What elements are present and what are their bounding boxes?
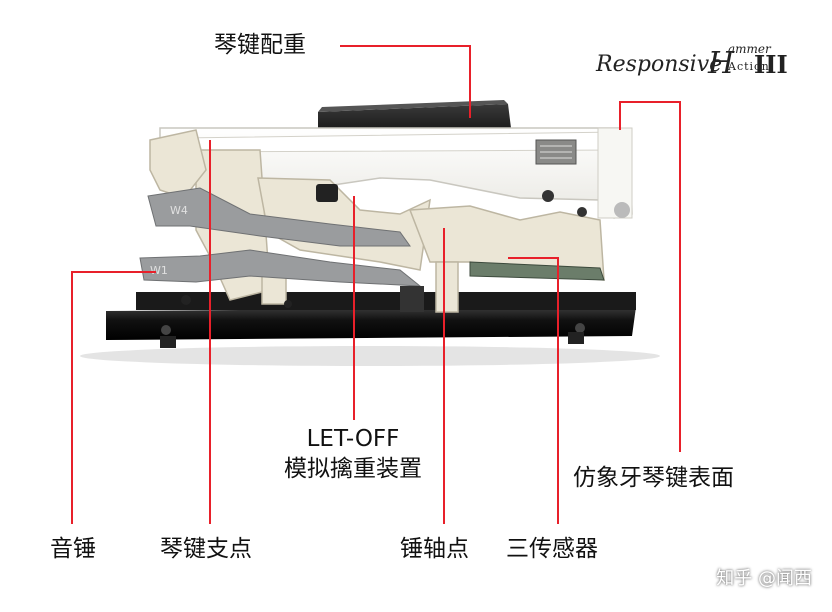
callout-lines — [71, 45, 681, 524]
label-key-fulcrum: 琴键支点 — [160, 536, 252, 562]
callout-line-key-weight — [340, 45, 471, 118]
label-ivory-surface: 仿象牙琴键表面 — [573, 465, 734, 491]
label-let-off-line1: LET-OFF — [306, 426, 400, 452]
mechanism-details — [181, 184, 424, 312]
label-key-weight: 琴键配重 — [214, 32, 306, 58]
part-markings: W4 W1 — [150, 204, 188, 277]
responsive-hammer-action-logo: Responsive H ammer Action III — [596, 40, 788, 84]
callout-line-ivory-surface — [619, 101, 681, 452]
part-mark-w1: W1 — [150, 264, 168, 277]
label-let-off: LET-OFF 模拟擒重装置 — [258, 424, 448, 484]
label-hammer-pivot: 锤轴点 — [400, 536, 469, 562]
base-frame — [106, 292, 636, 348]
logo-responsive: Responsive — [596, 52, 723, 77]
sensor-rail — [469, 139, 605, 281]
label-hammer: 音锤 — [50, 536, 96, 562]
label-three-sensors: 三传感器 — [506, 536, 598, 562]
floor-shadow — [80, 346, 660, 366]
callout-line-hammer — [71, 271, 156, 524]
watermark: 知乎 @闻西 — [716, 568, 812, 589]
callout-line-three-sensors — [508, 257, 559, 524]
logo-action: Action — [728, 60, 770, 73]
logo-numeral: III — [754, 50, 788, 79]
logo-ammer: ammer — [728, 42, 771, 56]
part-mark-w4: W4 — [170, 204, 188, 217]
logo-h: H — [708, 46, 735, 81]
label-let-off-line2: 模拟擒重装置 — [284, 456, 422, 482]
